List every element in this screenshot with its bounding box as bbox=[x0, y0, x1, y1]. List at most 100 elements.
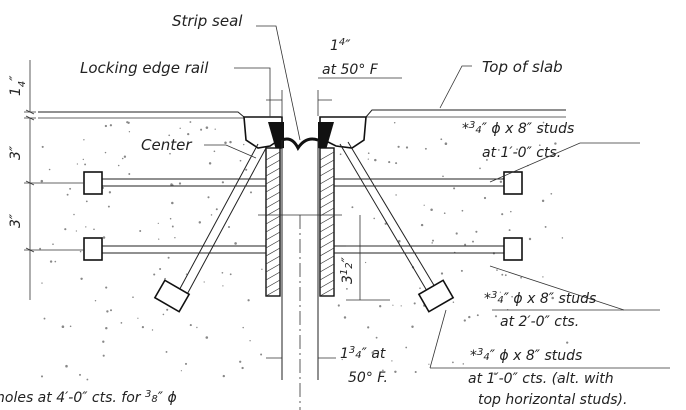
stipple-dot bbox=[480, 374, 483, 377]
stipple-dot bbox=[82, 158, 85, 161]
stipple-dot bbox=[213, 150, 216, 153]
stipple-dot bbox=[169, 217, 172, 220]
stipple-dot bbox=[550, 192, 553, 195]
stipple-dot bbox=[64, 228, 67, 231]
stud-head-left-upper bbox=[83, 171, 103, 195]
stipple-dot bbox=[174, 236, 176, 239]
stipple-dot bbox=[162, 313, 165, 316]
label-center: Center bbox=[141, 136, 192, 154]
stipple-dot bbox=[76, 163, 79, 165]
stipple-dot bbox=[420, 223, 424, 227]
stipple-dot bbox=[121, 157, 124, 160]
hatch-line bbox=[265, 231, 281, 241]
stipple-dot bbox=[137, 317, 139, 319]
stipple-dot bbox=[346, 288, 348, 290]
stipple-dot bbox=[388, 161, 391, 164]
stipple-dot bbox=[102, 236, 106, 239]
stipple-dot bbox=[168, 134, 171, 137]
studs-2-spec: *34″ ϕ x 8″ studs bbox=[484, 290, 596, 307]
hatch-line bbox=[319, 167, 335, 177]
stipple-dot bbox=[468, 315, 471, 319]
stipple-dot bbox=[475, 230, 478, 233]
stipple-dot bbox=[208, 162, 212, 165]
stipple-dot bbox=[367, 152, 370, 155]
stipple-dot bbox=[566, 341, 569, 344]
stipple-dot bbox=[41, 145, 44, 148]
stipple-dot bbox=[85, 226, 87, 228]
hatch-line bbox=[319, 271, 335, 281]
hatch-line bbox=[319, 199, 335, 209]
stipple-dot bbox=[39, 247, 42, 250]
stipple-dot bbox=[541, 199, 545, 203]
studs-3-spacing: at 1′-0″ cts. (alt. with bbox=[468, 371, 614, 387]
stipple-dot bbox=[66, 193, 69, 196]
right-plate bbox=[319, 147, 335, 297]
stipple-dot bbox=[153, 273, 156, 276]
top-gap-ext bbox=[281, 90, 319, 116]
hatch-line bbox=[319, 159, 335, 169]
hatch-line bbox=[265, 263, 281, 273]
stipple-dot bbox=[128, 173, 131, 175]
stipple-dot bbox=[444, 142, 448, 145]
stipple-dot bbox=[198, 221, 202, 224]
stipple-dot bbox=[127, 121, 130, 124]
stipple-dot bbox=[178, 182, 182, 185]
stipple-dot bbox=[440, 272, 444, 275]
stipple-dot bbox=[84, 163, 87, 166]
stipple-dot bbox=[501, 213, 504, 216]
stipple-dot bbox=[40, 179, 44, 183]
stipple-dot bbox=[52, 243, 54, 245]
stipple-dot bbox=[166, 308, 169, 311]
hatch-line bbox=[319, 287, 335, 297]
stipple-dot bbox=[109, 309, 113, 312]
stipple-dot bbox=[40, 375, 44, 378]
stipple-dot bbox=[200, 128, 203, 131]
stipple-dot bbox=[554, 142, 557, 145]
stipple-dot bbox=[432, 239, 434, 242]
stipple-dot bbox=[472, 240, 474, 243]
stipple-dot bbox=[49, 260, 53, 263]
stipple-dot bbox=[379, 305, 382, 308]
studs-2-spacing: at 2′-0″ cts. bbox=[500, 314, 579, 330]
stipple-dot bbox=[511, 295, 513, 298]
stipple-dot bbox=[43, 317, 46, 320]
stipple-dot bbox=[239, 159, 242, 162]
stipple-dot bbox=[69, 325, 72, 328]
stipple-dot bbox=[504, 274, 507, 277]
stipple-dot bbox=[405, 146, 409, 149]
stipple-dot bbox=[222, 285, 224, 287]
stipple-dot bbox=[384, 222, 387, 225]
stipple-dot bbox=[393, 122, 396, 124]
leader-strip-seal bbox=[256, 25, 301, 141]
stipple-dot bbox=[485, 158, 488, 161]
stipple-dot bbox=[107, 205, 110, 208]
stipple-dot bbox=[452, 301, 455, 303]
stipple-dot bbox=[105, 286, 108, 289]
stipple-dot bbox=[151, 329, 154, 331]
stud-left-upper bbox=[102, 178, 266, 187]
slab-top-right bbox=[365, 109, 566, 118]
left-dim-ticks bbox=[24, 111, 84, 251]
stipple-dot bbox=[106, 310, 109, 313]
stipple-dot bbox=[189, 121, 192, 123]
hatch-line bbox=[319, 279, 335, 289]
stipple-dot bbox=[411, 325, 414, 328]
stipple-dot bbox=[243, 143, 245, 146]
stud-right-lower bbox=[334, 245, 504, 254]
right-dim-ext bbox=[346, 245, 390, 301]
stipple-dot bbox=[394, 370, 397, 374]
hatch-line bbox=[265, 239, 281, 249]
stipple-dot bbox=[542, 276, 544, 278]
label-top-of-slab: Top of slab bbox=[482, 58, 563, 76]
leader-edge-rail bbox=[234, 67, 271, 117]
stipple-dot bbox=[440, 138, 443, 141]
dim-three-upper: 3″ bbox=[8, 145, 24, 160]
stipple-dot bbox=[222, 374, 225, 378]
stipple-dot bbox=[452, 361, 454, 364]
stipple-dot bbox=[367, 326, 370, 329]
stipple-dot bbox=[493, 372, 497, 376]
hatch-line bbox=[265, 215, 281, 225]
stipple-dot bbox=[215, 208, 218, 211]
stipple-dot bbox=[551, 296, 554, 300]
stipple-dot bbox=[184, 362, 188, 365]
